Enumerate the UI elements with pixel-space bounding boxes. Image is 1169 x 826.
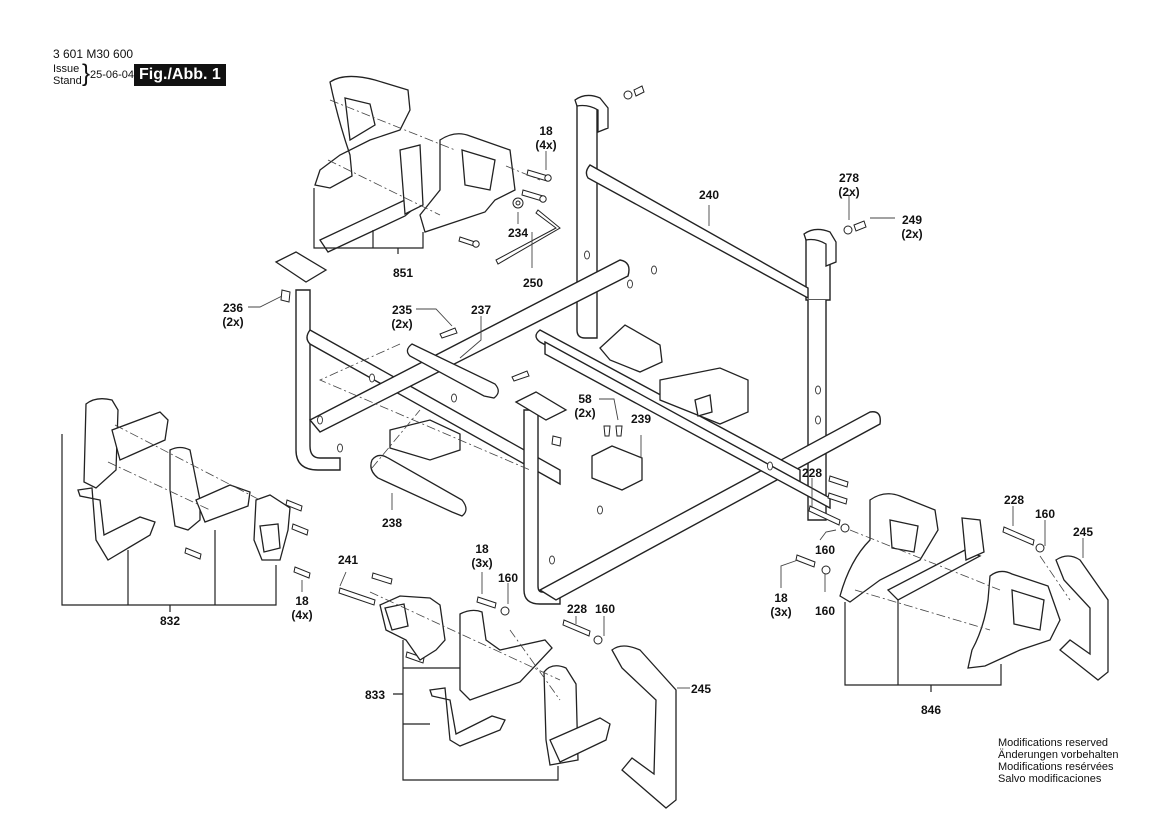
callout-236: 236(2x)	[222, 301, 244, 329]
assembly-833	[379, 595, 611, 781]
callout-241: 241	[337, 553, 359, 567]
callout-235: 235(2x)	[391, 303, 413, 331]
callout-237: 237	[470, 303, 492, 317]
callout-245-right: 245	[1072, 525, 1094, 539]
brace-glyph: }	[82, 60, 91, 87]
callout-160-far-right: 160	[1034, 507, 1056, 521]
assembly-851	[313, 75, 516, 254]
modifications-notice: Modifications reserved Änderungen vorbeh…	[998, 737, 1118, 785]
figure-label: Fig./Abb. 1	[134, 64, 226, 86]
callout-18-4x-left: 18(4x)	[291, 594, 313, 622]
stand-label: Stand	[53, 75, 82, 87]
handle-245	[611, 555, 1109, 809]
callout-832: 832	[159, 614, 181, 628]
callout-160-mid: 160	[497, 571, 519, 585]
issue-stand-label: Issue Stand	[53, 63, 82, 87]
callout-846: 846	[920, 703, 942, 717]
callout-228-far-right: 228	[1003, 493, 1025, 507]
callout-245-mid: 245	[690, 682, 712, 696]
note-fr: Modifications resérvées	[998, 761, 1114, 773]
callout-160-mid-right: 160	[594, 602, 616, 616]
note-de: Änderungen vorbehalten	[998, 749, 1119, 761]
leader-lines	[248, 151, 1084, 689]
callout-160-right-upper: 160	[814, 543, 836, 557]
callout-228-right: 228	[801, 466, 823, 480]
callout-239: 239	[630, 412, 652, 426]
callout-18-3x-mid: 18(3x)	[471, 542, 493, 570]
parts-237-238-239	[370, 343, 643, 517]
callout-228-mid: 228	[566, 602, 588, 616]
callout-18-4x-top: 18(4x)	[535, 124, 557, 152]
callout-278: 278(2x)	[838, 171, 860, 199]
note-en: Modifications reserved	[998, 737, 1109, 749]
callout-234: 234	[507, 226, 529, 240]
callout-18-3x-right: 18(3x)	[770, 591, 792, 619]
assembly-846	[839, 493, 1061, 692]
callout-851: 851	[392, 266, 414, 280]
stand-frame	[274, 94, 881, 605]
callout-249: 249(2x)	[901, 213, 923, 241]
callout-238: 238	[381, 516, 403, 530]
callout-833: 833	[364, 688, 386, 702]
assembly-832	[61, 398, 291, 612]
callout-250: 250	[522, 276, 544, 290]
fasteners	[184, 85, 1045, 664]
assembly-lines	[107, 99, 1071, 701]
note-es: Salvo modificaciones	[998, 773, 1102, 785]
issue-date: 25-06-04	[90, 69, 135, 81]
document-code: 3 601 M30 600	[53, 47, 134, 61]
callout-58: 58(2x)	[574, 392, 596, 420]
issue-label: Issue	[53, 63, 80, 75]
callout-240: 240	[698, 188, 720, 202]
callout-160-right-lower: 160	[814, 604, 836, 618]
